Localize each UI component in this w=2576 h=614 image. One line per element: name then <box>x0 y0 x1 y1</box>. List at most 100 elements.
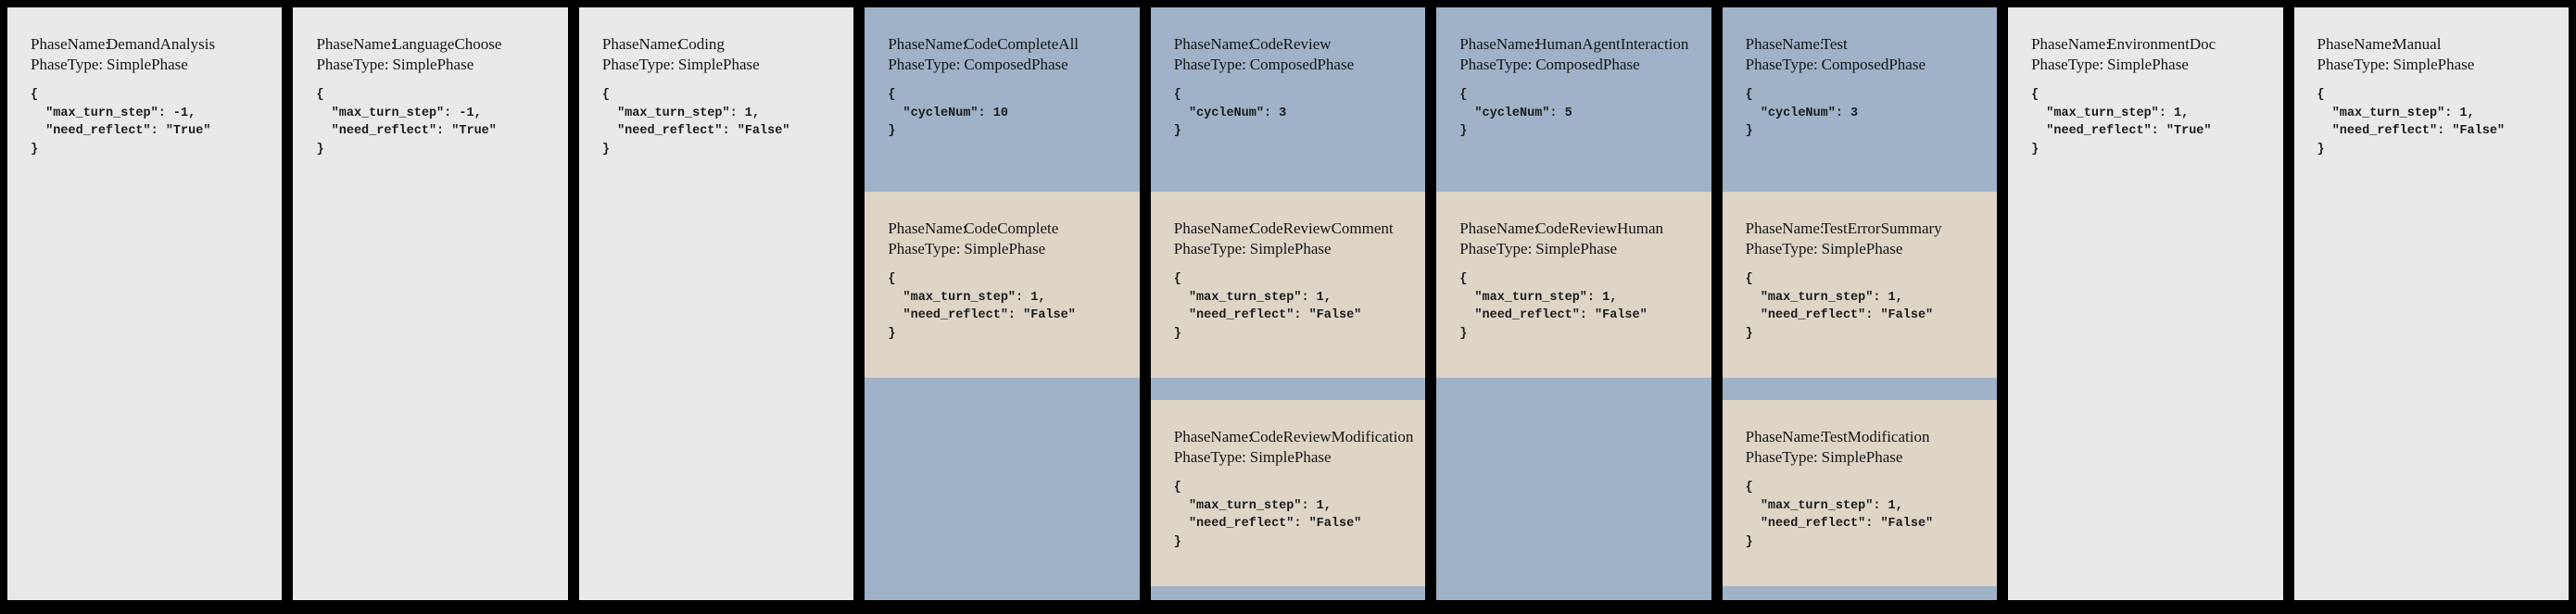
subphase-divider <box>1723 378 1997 400</box>
phase-panel-demand-analysis: PhaseName: DemandAnalysis PhaseType: Sim… <box>7 7 282 158</box>
phase-name-value: CodeReviewComment <box>1249 219 1394 237</box>
subphase-panel-test-modification: PhaseName: TestModification PhaseType: S… <box>1722 400 1998 586</box>
phase-name-value: Manual <box>2393 35 2442 53</box>
phase-type-row: PhaseType: SimplePhase <box>1746 447 1986 468</box>
phase-config-json: { "max_turn_step": -1, "need_reflect": "… <box>31 88 211 157</box>
phase-name-value: DemandAnalysis <box>107 35 216 53</box>
phase-column-human-agent-interaction: PhaseName: HumanAgentInteraction PhaseTy… <box>1436 7 1711 600</box>
phase-name-value: Test <box>1821 35 1848 53</box>
phase-config-json: { "cycleNum": 10 } <box>888 88 1008 138</box>
phase-type-row: PhaseType: SimplePhase <box>2031 55 2271 75</box>
phase-name-row: PhaseName: TestModification <box>1746 427 1986 447</box>
phase-name-label: PhaseName: <box>1459 35 1539 53</box>
phase-type-row: PhaseType: SimplePhase <box>31 55 271 75</box>
phase-type-row: PhaseType: SimplePhase <box>1459 239 1699 259</box>
phase-type-row: PhaseType: SimplePhase <box>1746 239 1986 259</box>
phase-type-value: SimplePhase <box>1249 239 1332 257</box>
phase-column-coding: PhaseName: Coding PhaseType: SimplePhase… <box>578 7 854 600</box>
composed-phase-header-code-complete-all: PhaseName: CodeCompleteAll PhaseType: Co… <box>865 7 1139 192</box>
phase-type-value: SimplePhase <box>1821 447 1903 466</box>
phase-name-row: PhaseName: CodeReview <box>1174 34 1414 55</box>
phase-type-row: PhaseType: ComposedPhase <box>888 55 1128 75</box>
phase-name-value: CodeReviewHuman <box>1535 219 1664 237</box>
composed-phase-header-test: PhaseName: Test PhaseType: ComposedPhase… <box>1723 7 1997 192</box>
phase-type-label: PhaseType: <box>1173 55 1246 73</box>
subphase-panel-code-review-human: PhaseName: CodeReviewHuman PhaseType: Si… <box>1436 192 1711 378</box>
phase-name-label: PhaseName: <box>1459 219 1539 237</box>
phase-name-label: PhaseName: <box>1745 428 1825 445</box>
composed-phase-header-code-review: PhaseName: CodeReview PhaseType: Compose… <box>1151 7 1425 192</box>
phase-type-row: PhaseType: SimplePhase <box>602 55 842 75</box>
phase-name-label: PhaseName: <box>1173 219 1253 237</box>
phase-name-row: PhaseName: DemandAnalysis <box>31 34 271 55</box>
phase-name-row: PhaseName: LanguageChoose <box>316 34 556 55</box>
phase-column-test: PhaseName: Test PhaseType: ComposedPhase… <box>1722 7 1998 600</box>
phase-type-value: SimplePhase <box>677 55 760 73</box>
phase-name-value: LanguageChoose <box>392 35 502 53</box>
phase-type-label: PhaseType: <box>888 239 961 257</box>
phase-name-label: PhaseName: <box>1745 35 1825 53</box>
phase-column-code-complete-all: PhaseName: CodeCompleteAll PhaseType: Co… <box>865 7 1140 600</box>
phase-type-row: PhaseType: SimplePhase <box>888 239 1128 259</box>
phase-type-label: PhaseType: <box>2317 55 2390 73</box>
subphase-panel-test-error-summary: PhaseName: TestErrorSummary PhaseType: S… <box>1722 192 1998 378</box>
phase-column-code-review: PhaseName: CodeReview PhaseType: Compose… <box>1150 7 1426 600</box>
phase-name-value: TestErrorSummary <box>1821 219 1942 237</box>
phase-name-row: PhaseName: Test <box>1746 34 1986 55</box>
subphase-panel-code-review-comment: PhaseName: CodeReviewComment PhaseType: … <box>1150 192 1426 378</box>
phase-name-value: Coding <box>677 35 725 53</box>
subphase-panel-code-complete: PhaseName: CodeComplete PhaseType: Simpl… <box>865 192 1140 378</box>
phase-type-value: ComposedPhase <box>1821 55 1926 73</box>
subphase-panel-code-review-modification: PhaseName: CodeReviewModification PhaseT… <box>1150 400 1426 586</box>
phase-column-demand-analysis: PhaseName: DemandAnalysis PhaseType: Sim… <box>7 7 283 600</box>
phase-name-label: PhaseName: <box>2317 35 2396 53</box>
phase-name-row: PhaseName: EnvironmentDoc <box>2031 34 2271 55</box>
phase-name-label: PhaseName: <box>2031 35 2111 53</box>
phase-column-environment-doc: PhaseName: EnvironmentDoc PhaseType: Sim… <box>2008 7 2283 600</box>
phase-type-label: PhaseType: <box>1745 239 1818 257</box>
phase-name-value: HumanAgentInteraction <box>1535 35 1689 53</box>
phase-config-json: { "max_turn_step": 1, "need_reflect": "F… <box>1173 481 1362 549</box>
phase-config-json: { "max_turn_step": 1, "need_reflect": "T… <box>2031 88 2212 157</box>
phase-type-label: PhaseType: <box>888 55 961 73</box>
phase-type-row: PhaseType: SimplePhase <box>1174 447 1414 468</box>
phase-type-value: SimplePhase <box>1535 239 1618 257</box>
phase-type-label: PhaseType: <box>2031 55 2104 73</box>
phase-type-value: SimplePhase <box>107 55 188 73</box>
phase-type-label: PhaseType: <box>316 55 389 73</box>
phase-name-row: PhaseName: Manual <box>2317 34 2557 55</box>
phase-config-json: { "cycleNum": 3 } <box>1745 88 1859 138</box>
phase-name-row: PhaseName: CodeReviewHuman <box>1459 219 1699 239</box>
phase-name-label: PhaseName: <box>888 35 967 53</box>
phase-panel-manual: PhaseName: Manual PhaseType: SimplePhase… <box>2294 7 2569 158</box>
phase-panel-language-choose: PhaseName: LanguageChoose PhaseType: Sim… <box>293 7 567 158</box>
phase-type-label: PhaseType: <box>1173 447 1246 466</box>
phase-panel-environment-doc: PhaseName: EnvironmentDoc PhaseType: Sim… <box>2008 7 2282 158</box>
phase-name-value: TestModification <box>1821 428 1930 445</box>
phase-name-label: PhaseName: <box>1745 219 1825 237</box>
phase-type-row: PhaseType: SimplePhase <box>1174 239 1414 259</box>
phase-type-label: PhaseType: <box>1745 447 1818 466</box>
phase-name-value: CodeCompleteAll <box>964 35 1080 53</box>
phase-config-json: { "max_turn_step": 1, "need_reflect": "F… <box>888 272 1076 341</box>
phase-type-label: PhaseType: <box>601 55 676 73</box>
phase-name-row: PhaseName: CodeReviewModification <box>1174 427 1414 447</box>
phase-name-label: PhaseName: <box>1173 428 1253 445</box>
phase-type-value: ComposedPhase <box>1535 55 1640 73</box>
phase-type-value: SimplePhase <box>1821 239 1903 257</box>
phase-name-label: PhaseName: <box>601 35 681 53</box>
phase-name-label: PhaseName: <box>888 219 967 237</box>
phase-config-json: { "max_turn_step": 1, "need_reflect": "F… <box>2317 88 2506 157</box>
phase-type-label: PhaseType: <box>1459 239 1533 257</box>
phase-config-json: { "max_turn_step": 1, "need_reflect": "F… <box>601 88 790 157</box>
phase-type-value: SimplePhase <box>2107 55 2189 73</box>
phase-name-row: PhaseName: CodeReviewComment <box>1174 219 1414 239</box>
phase-name-label: PhaseName: <box>1173 35 1253 53</box>
phase-config-json: { "cycleNum": 3 } <box>1173 88 1287 138</box>
phase-type-value: ComposedPhase <box>964 55 1068 73</box>
phase-type-row: PhaseType: SimplePhase <box>2317 55 2557 75</box>
phase-type-value: SimplePhase <box>392 55 474 73</box>
phase-name-value: CodeReviewModification <box>1249 428 1414 445</box>
phase-type-label: PhaseType: <box>1459 55 1533 73</box>
phase-name-label: PhaseName: <box>316 35 396 53</box>
